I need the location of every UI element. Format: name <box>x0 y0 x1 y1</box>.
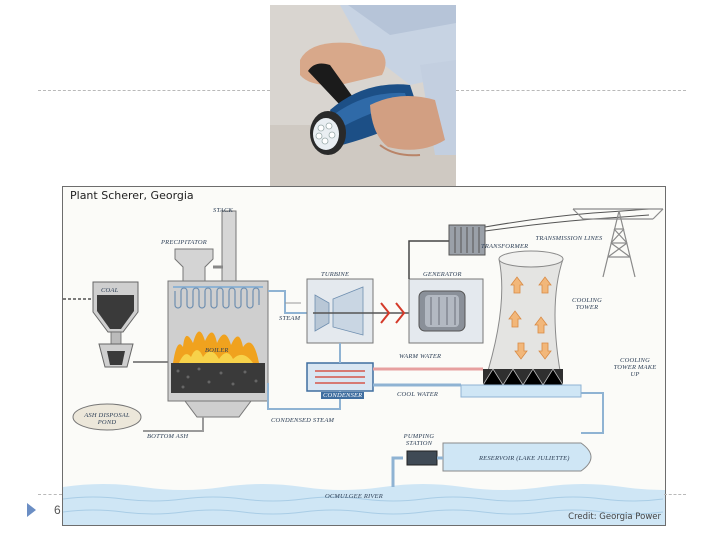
reservoir <box>442 442 592 472</box>
power-plant-schematic <box>63 208 665 525</box>
river-water <box>63 484 665 525</box>
label-cool-water: Cool Water <box>397 391 439 398</box>
hand-crank-flashlight-icon <box>270 5 456 190</box>
label-boiler: Boiler <box>205 347 229 354</box>
label-turbine: Turbine <box>321 271 350 278</box>
label-coal: Coal <box>101 287 119 294</box>
transformer <box>448 224 486 256</box>
cooling-tower <box>482 254 564 388</box>
label-generator: Generator <box>423 271 462 278</box>
top-dashed-rule-right <box>456 90 686 91</box>
label-river: Ocmulgee River <box>325 493 383 500</box>
label-stack: Stack <box>213 207 234 214</box>
label-reservoir: Reservoir (Lake Juliette) <box>479 455 570 462</box>
diagram-title: Plant Scherer, Georgia <box>70 189 194 202</box>
label-transformer: Transformer <box>481 243 529 250</box>
label-cooling-tower: Cooling Tower <box>572 297 602 311</box>
flashlight-photo <box>270 5 456 190</box>
label-steam: Steam <box>279 315 301 322</box>
power-plant-diagram: Plant Scherer, Georgia Stack Precipitato… <box>62 186 666 526</box>
page-number: 6 <box>54 503 61 517</box>
label-condensed-steam: Condensed Steam <box>271 417 335 424</box>
bottom-dashed-rule-right <box>664 494 686 495</box>
pumping-station <box>406 450 438 466</box>
ash-disposal-pond <box>72 403 142 431</box>
precipitator <box>174 248 214 282</box>
bottom-dashed-rule <box>38 494 62 495</box>
label-transmission-lines: Transmission Lines <box>535 235 603 242</box>
label-condenser: Condenser <box>321 392 365 399</box>
label-warm-water: Warm Water <box>399 353 442 360</box>
label-bottom-ash: Bottom Ash <box>147 433 189 440</box>
transmission-tower-icon <box>572 208 664 278</box>
stack <box>221 210 237 282</box>
label-cooling-tower-makeup: Cooling Tower Make Up <box>613 357 657 378</box>
label-precipitator: Precipitator <box>161 239 207 246</box>
label-ash-disposal-pond: Ash Disposal Pond <box>84 412 130 426</box>
top-dashed-rule <box>38 90 270 91</box>
slide-bullet-icon <box>27 503 36 517</box>
label-pumping-station: Pumping Station <box>403 433 435 447</box>
diagram-credit: Credit: Georgia Power <box>568 512 661 522</box>
